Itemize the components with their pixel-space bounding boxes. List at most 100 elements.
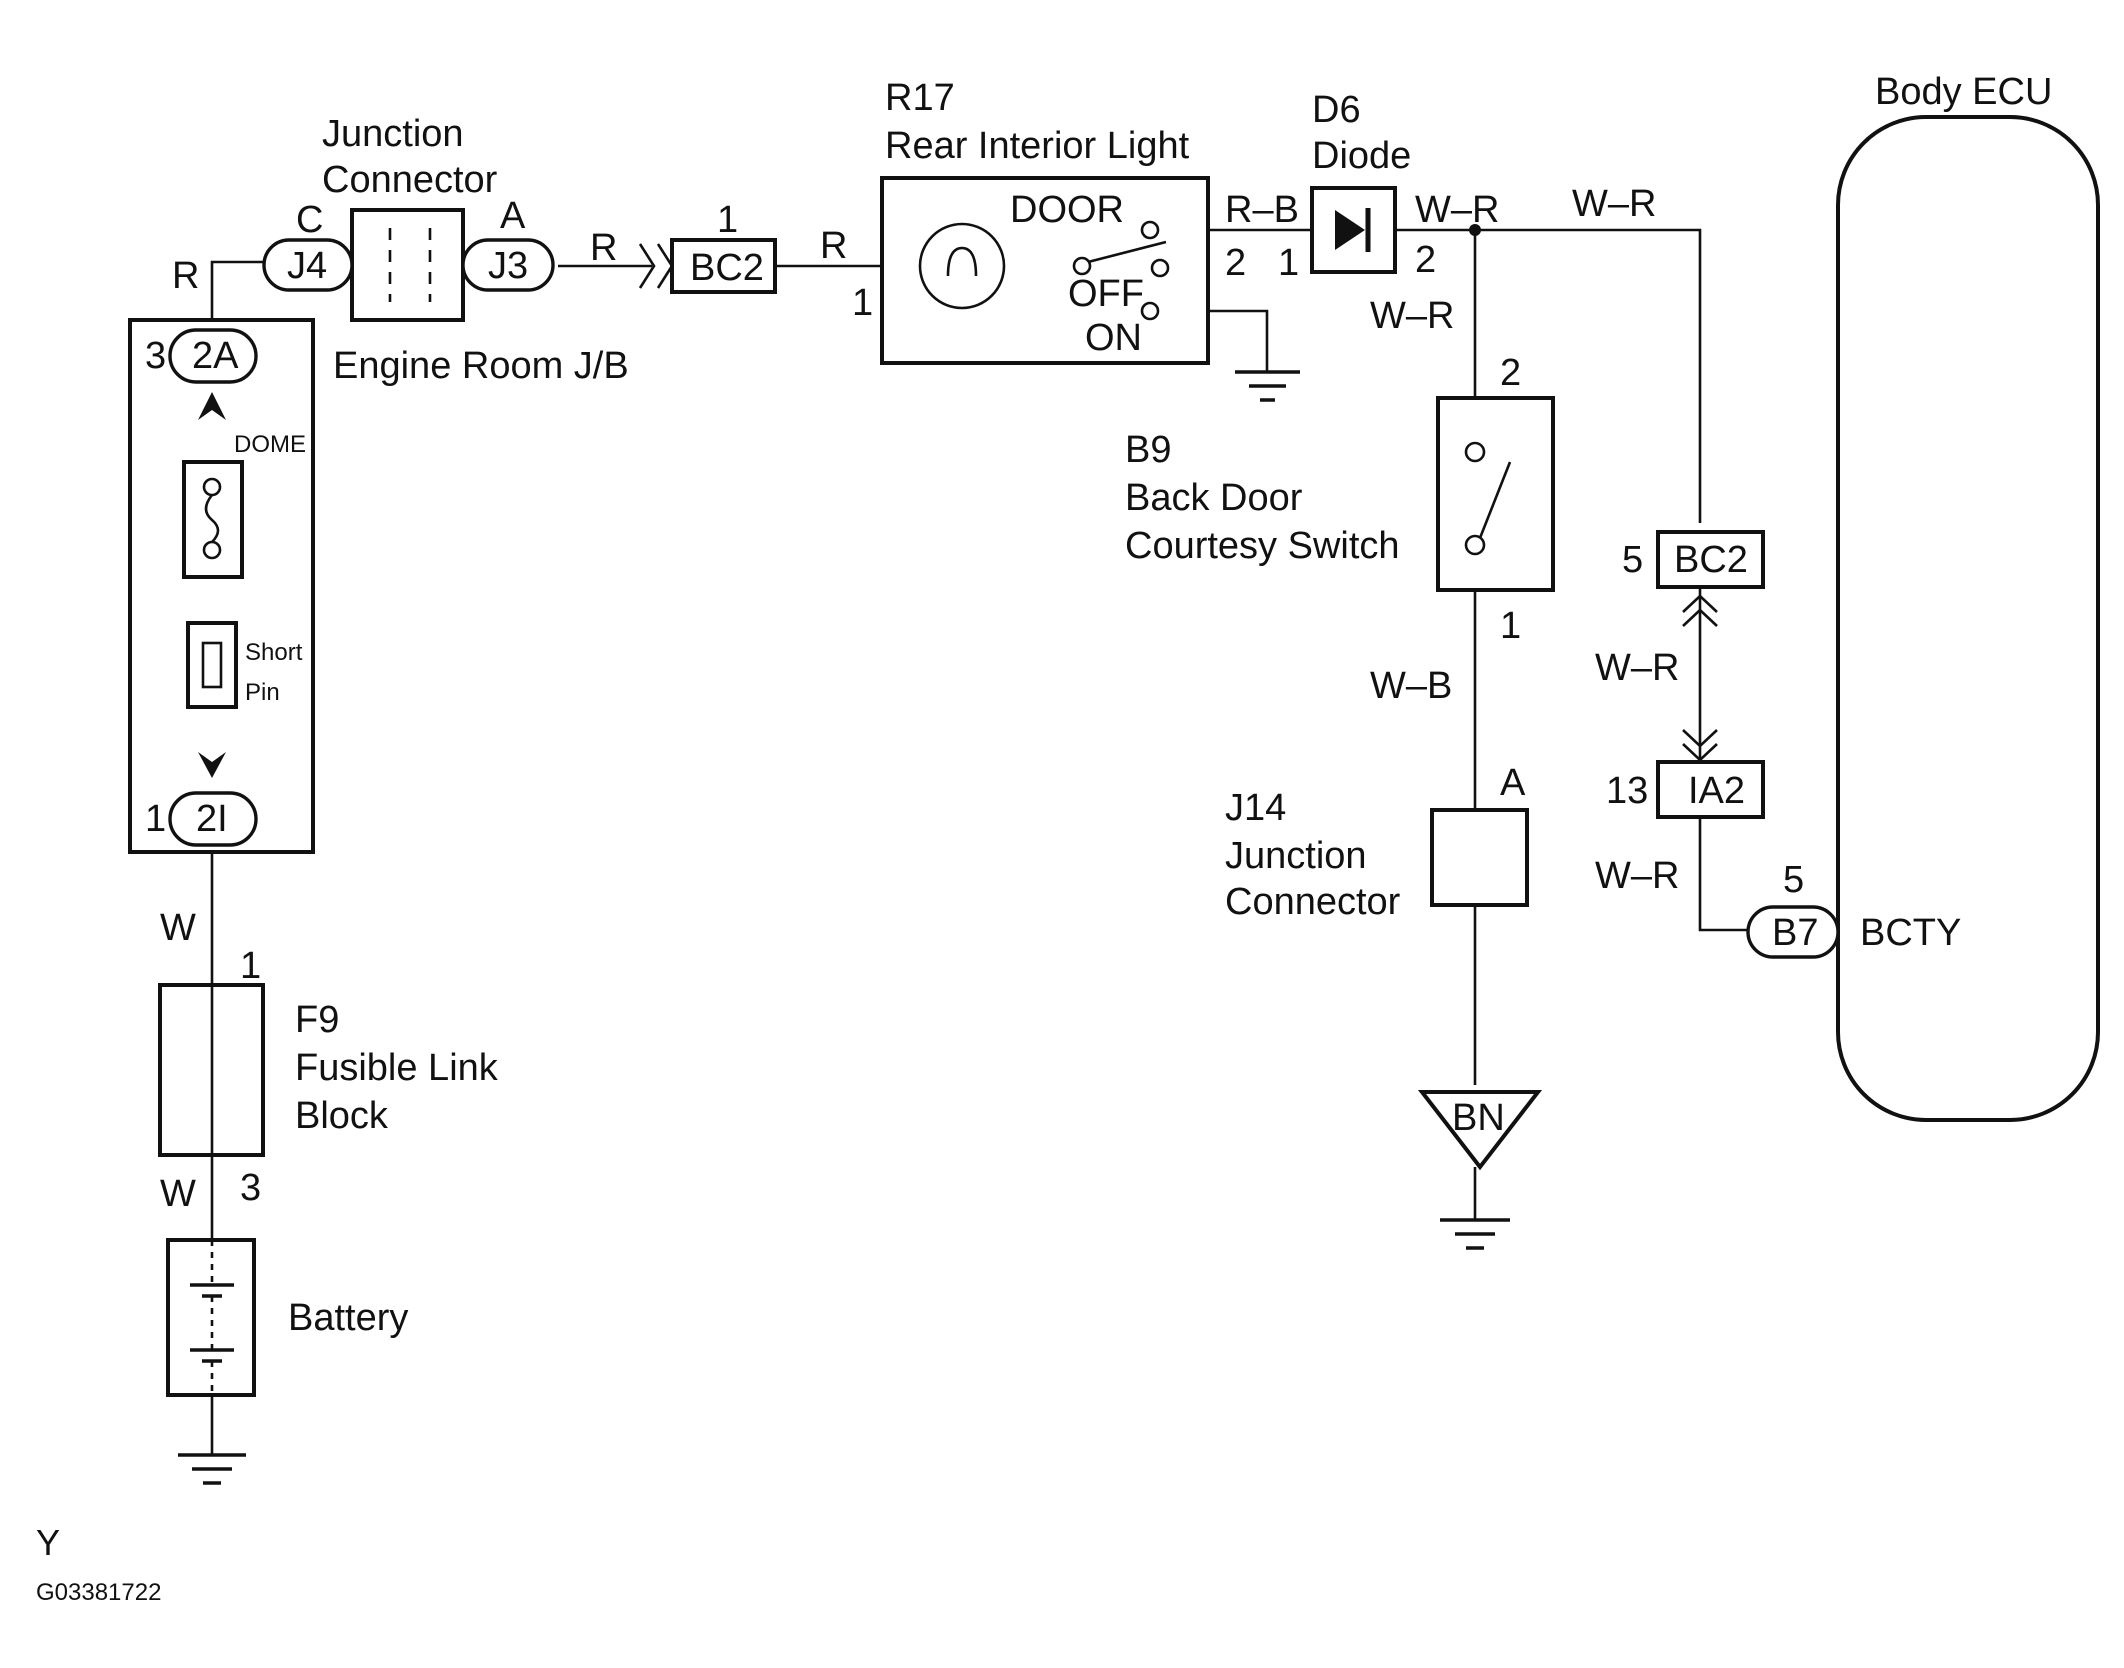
bcty-terminal-label: BCTY	[1860, 912, 1961, 954]
body-ecu: Body ECU BCTY	[1836, 71, 2100, 1122]
wire-label-wr-bc2: W–R	[1595, 647, 1679, 689]
wire-label-r-bc2: R	[820, 225, 847, 267]
battery: Battery	[166, 1238, 408, 1397]
j14-code: J14	[1225, 787, 1286, 829]
f9-name-line1: Fusible Link	[295, 1047, 499, 1089]
b9-name-line1: Back Door	[1125, 477, 1303, 519]
splice-node	[1469, 224, 1481, 236]
junction-connector-line2: Connector	[322, 159, 498, 201]
b7-pin-5: 5	[1783, 859, 1804, 901]
f9-pin-1: 1	[240, 945, 261, 987]
wire-label-rb: R–B	[1225, 189, 1299, 231]
b7-label: B7	[1772, 912, 1818, 954]
lamp-icon	[918, 222, 1006, 310]
ground-r17-icon	[1235, 370, 1300, 402]
f9-code: F9	[295, 999, 339, 1041]
wire-diode-out	[1395, 228, 1702, 523]
b9-pin-2: 2	[1500, 352, 1521, 394]
wire-label-wr-vert: W–R	[1370, 295, 1454, 337]
d6-pin-2: 2	[1415, 239, 1436, 281]
bc2-right-connector: BC2 5	[1622, 530, 1765, 627]
wire-label-r-left: R	[172, 255, 199, 297]
fuse-icon	[204, 494, 220, 543]
jb-arrow-up-icon	[198, 392, 226, 420]
j4-label: J4	[287, 245, 327, 287]
wire-label-wr-b7: W–R	[1595, 855, 1679, 897]
b7-connector: B7 5	[1746, 859, 1840, 959]
wire-label-w-top: W	[160, 907, 196, 949]
jb-2i-connector	[168, 791, 258, 847]
b9-courtesy-switch: B9 Back Door Courtesy Switch 2 1	[1125, 352, 1555, 647]
jb-2a-connector	[168, 328, 258, 384]
ground-bn-label: BN	[1452, 1097, 1505, 1139]
b9-pin-1: 1	[1500, 605, 1521, 647]
j14-pin-a: A	[1500, 762, 1526, 804]
r17-name: Rear Interior Light	[885, 125, 1190, 167]
d6-pin-1: 1	[1278, 242, 1299, 284]
junction-connector-line1: Junction	[322, 113, 464, 155]
ia2-connector: IA2 13	[1606, 729, 1765, 819]
j3-connector	[461, 238, 555, 292]
bc2-top-pin-1: 1	[717, 199, 738, 241]
wire-label-w-bottom: W	[160, 1173, 196, 1215]
wire-labels: R R R R–B W–R W–R W–R W–R W–R W–B W W	[160, 183, 1679, 1215]
ground-symbols	[178, 370, 1510, 1485]
wire-label-wr-d6: W–R	[1415, 189, 1499, 231]
f9-pin-3: 3	[240, 1167, 261, 1209]
b9-contact-bottom-icon	[1464, 534, 1486, 556]
wire-label-wb: W–B	[1370, 665, 1452, 707]
dome-fuse-label: DOME	[234, 431, 306, 458]
on-contact-icon	[1140, 301, 1160, 321]
ground-bn-icon	[1440, 1218, 1510, 1250]
short-pin-line2: Pin	[245, 679, 280, 706]
diode-icon	[1335, 210, 1365, 250]
figure-id: G03381722	[36, 1579, 161, 1606]
bc2-right-chevron-icon	[1682, 594, 1718, 627]
battery-label: Battery	[288, 1297, 408, 1339]
footer-code: Y	[36, 1522, 60, 1563]
junction-connector: Junction Connector J4 C J3 A	[262, 113, 555, 322]
lamp-filament-icon	[946, 246, 978, 277]
b9-contact-top-icon	[1464, 441, 1486, 463]
f9-fusible-link-block: F9 Fusible Link Block 1 3	[158, 945, 499, 1209]
j14-junction-connector: J14 Junction Connector A	[1225, 762, 1529, 923]
jb-arrow-down-icon	[198, 752, 226, 778]
r17-rear-interior-light: R17 Rear Interior Light DOOR OFF ON 1 2	[852, 77, 1246, 365]
j3-pin-a: A	[500, 195, 526, 237]
r17-code: R17	[885, 77, 955, 119]
b9-name-line2: Courtesy Switch	[1125, 525, 1400, 567]
j4-connector	[262, 238, 354, 292]
ia2-pin-13: 13	[1606, 770, 1648, 812]
ground-bn: BN	[1417, 1090, 1543, 1171]
jb-2i-label: 2I	[196, 798, 228, 840]
d6-name: Diode	[1312, 135, 1411, 177]
bc2-right-pin-5: 5	[1622, 539, 1643, 581]
b9-code: B9	[1125, 429, 1171, 471]
common-contact-icon	[1072, 256, 1092, 276]
jb-pin-1: 1	[145, 798, 166, 840]
d6-diode: D6 Diode 1 2	[1278, 89, 1436, 284]
j14-name-line1: Junction	[1225, 835, 1367, 877]
d6-code: D6	[1312, 89, 1361, 131]
j14-name-line2: Connector	[1225, 881, 1401, 923]
off-contact-icon	[1150, 258, 1170, 278]
wire-label-wr-top: W–R	[1572, 183, 1656, 225]
wire-ia2-to-b7	[1698, 812, 1748, 932]
door-contact-icon	[1140, 220, 1160, 240]
r17-door-label: DOOR	[1010, 189, 1124, 231]
bc2-right-label: BC2	[1674, 539, 1748, 581]
jb-pin-3: 3	[145, 335, 166, 377]
r17-off-label: OFF	[1068, 273, 1144, 315]
j4-pin-c: C	[296, 199, 323, 241]
j3-label: J3	[488, 245, 528, 287]
r17-pin-2: 2	[1225, 242, 1246, 284]
engine-room-jb-label: Engine Room J/B	[333, 345, 629, 387]
body-ecu-label: Body ECU	[1875, 71, 2052, 113]
wire-left-corner	[210, 260, 264, 270]
engine-room-jb: Engine Room J/B 2A 3 DOME Short Pin 2I 1	[128, 318, 629, 854]
f9-name-line2: Block	[295, 1095, 389, 1137]
wire-label-r-j3: R	[590, 227, 617, 269]
bc2-top-label: BC2	[690, 247, 764, 289]
footer: Y G03381722	[36, 1522, 161, 1606]
